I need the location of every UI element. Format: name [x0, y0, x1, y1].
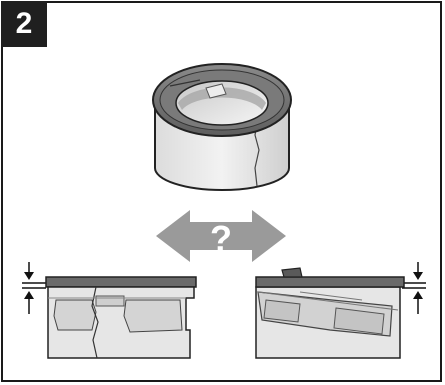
seal-ring-part — [153, 64, 291, 190]
incorrect-fit-part — [256, 262, 426, 358]
question-mark: ? — [210, 218, 232, 259]
correct-fit-part — [22, 262, 196, 358]
